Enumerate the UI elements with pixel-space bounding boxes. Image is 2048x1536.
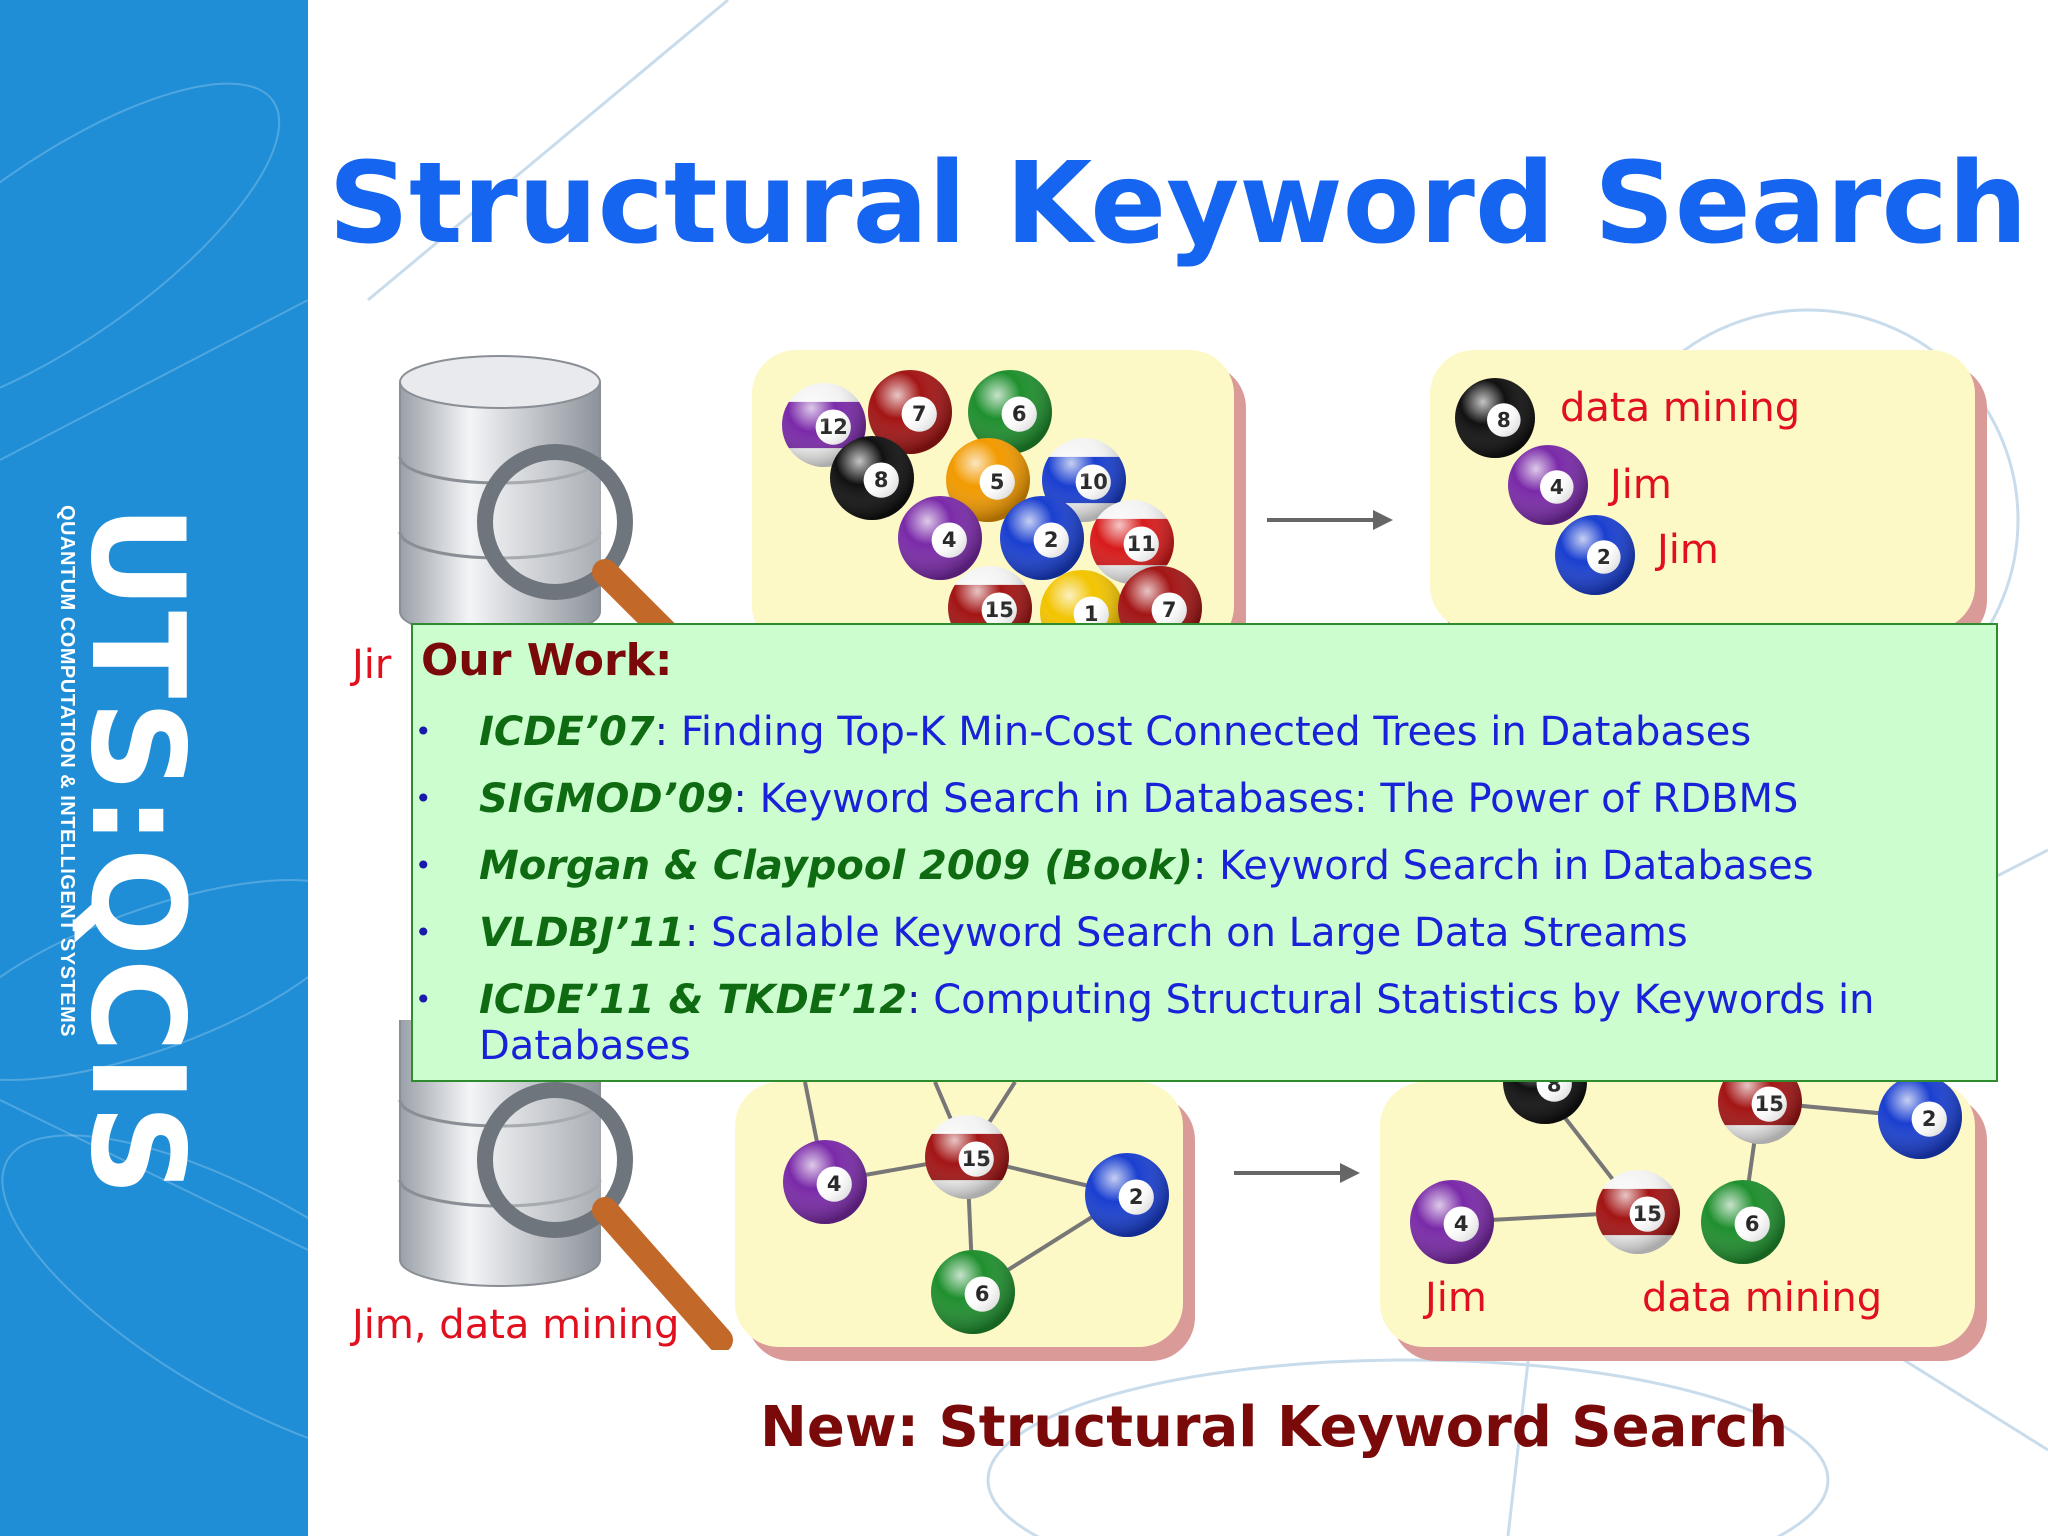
billiard-ball-2: 2 [1000,496,1084,580]
database-search-icon [398,1020,733,1350]
bullet-icon: • [415,715,432,748]
billiard-ball-8: 8 [1503,1082,1587,1124]
billiard-ball-6: 6 [931,1250,1015,1334]
keyword-label: Jim [1657,527,1719,573]
publication-venue: VLDBJ’11 [479,910,685,956]
logo-subtitle: QUANTUM COMPUTATION & INTELLIGENT SYSTEM… [56,505,78,1037]
bullet-icon: • [415,983,432,1016]
billiard-ball-15: 15 [925,1115,1009,1199]
query-label-bottom: Jim, data mining [352,1302,680,1348]
billiard-ball-5: 5 [946,438,1030,522]
publication-title: Keyword Search in Databases: The Power o… [759,776,1799,822]
billiard-ball-2: 2 [1878,1082,1962,1159]
keyword-label: Jim [1610,462,1672,508]
keyword-label: data mining [1642,1275,1883,1321]
graph-left: 4 15 26 [783,1082,1169,1334]
publication-venue: SIGMOD’09 [479,776,734,822]
sidebar: UTS:QCIS QUANTUM COMPUTATION & INTELLIGE… [0,0,308,1536]
billiard-ball-4: 4 [1410,1180,1494,1264]
graph-right: 81524156 [1410,1082,1962,1264]
our-work-box: Our Work: • ICDE’07: Finding Top-K Min-C… [411,623,1998,1082]
list-item: • Morgan & Claypool 2009 (Book): Keyword… [415,843,1814,889]
keyword-label: data mining [1560,385,1801,431]
keyword-label: Jim [1425,1275,1487,1321]
bullet-icon: • [415,782,432,815]
database-search-icon [398,355,683,642]
list-item: • VLDBJ’11: Scalable Keyword Search on L… [415,910,1688,956]
billiard-ball-2: 2 [1085,1153,1169,1237]
result-balls-top: 842 [1455,378,1635,595]
publication-venue: ICDE’11 & TKDE’12 [479,977,908,1023]
billiard-ball-8: 8 [830,436,914,520]
billiard-ball-7: 7 [868,370,952,454]
sidebar-orbit-decoration [0,82,308,1466]
billiard-ball-6: 6 [1701,1180,1785,1264]
billiard-ball-11: 11 [1090,500,1174,584]
list-item: • ICDE’11 & TKDE’12: Computing Structura… [415,977,1875,1069]
arrow-right-icon [1267,510,1393,530]
billiard-balls-cluster: 1276851042111517 [782,370,1202,650]
list-item: • SIGMOD’09: Keyword Search in Databases… [415,776,1799,822]
billiard-ball-6: 6 [968,370,1052,454]
publication-title: Keyword Search in Databases [1219,843,1814,889]
publication-list: • ICDE’07: Finding Top-K Min-Cost Connec… [413,709,1973,1069]
billiard-ball-10: 10 [1042,438,1126,522]
bullet-icon: • [415,849,432,882]
slide-title: Structural Keyword Search [328,139,2028,269]
billiard-ball-2: 2 [1555,515,1635,595]
billiard-ball-8: 8 [1455,378,1535,458]
billiard-ball-15: 15 [1718,1082,1802,1144]
bullet-icon: • [415,916,432,949]
publication-title: Finding Top-K Min-Cost Connected Trees i… [680,709,1752,755]
slide-caption: New: Structural Keyword Search [760,1395,1789,1460]
billiard-ball-4: 4 [898,496,982,580]
logo-wordmark: UTS:QCIS [62,505,211,1199]
publication-title: Scalable Keyword Search on Large Data St… [711,910,1688,956]
billiard-ball-15: 15 [1596,1170,1680,1254]
publication-venue: ICDE’07 [479,709,655,755]
publication-venue: Morgan & Claypool 2009 (Book) [479,843,1193,889]
list-item: • ICDE’07: Finding Top-K Min-Cost Connec… [415,709,1752,755]
our-work-heading: Our Work: [421,635,673,686]
billiard-ball-4: 4 [1508,445,1588,525]
publication-title: Computing Structural Statistics by Keywo… [479,977,1875,1069]
query-label-top: Jir [352,642,392,688]
arrow-right-icon [1234,1163,1360,1183]
billiard-ball-4: 4 [783,1140,867,1224]
